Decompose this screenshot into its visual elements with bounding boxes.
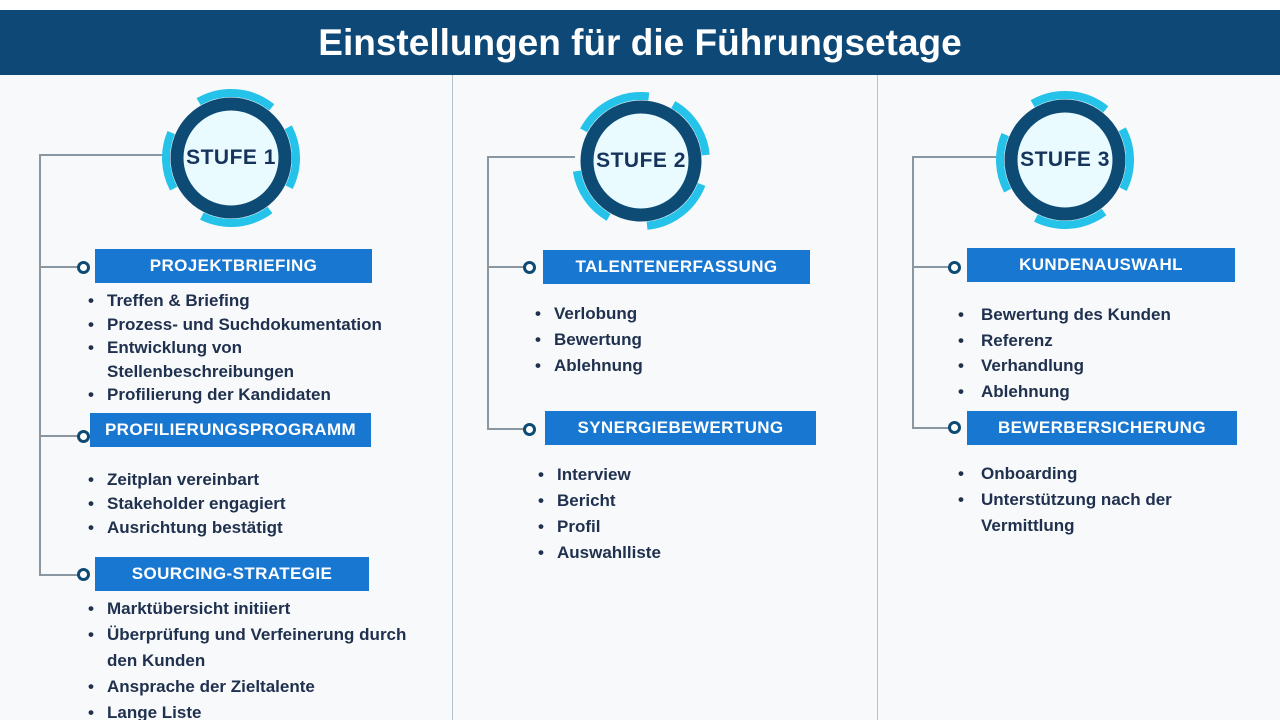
connector-line [912,156,914,429]
connector-node-icon [523,423,536,436]
list-item: Bericht [535,488,835,514]
connector-line [487,266,525,268]
bullet-list: InterviewBerichtProfilAuswahlliste [535,462,835,566]
list-item: Zeitplan vereinbart [85,468,433,492]
column-divider [877,75,878,720]
list-item: Referenz [955,328,1275,354]
section-header-projektbriefing: PROJEKTBRIEFING [95,249,372,283]
list-item: Marktübersicht initiiert [85,596,415,622]
bullet-list: Marktübersicht initiiertÜberprüfung und … [85,596,415,720]
connector-line [487,156,575,158]
list-item: Profil [535,514,835,540]
section-header-sourcing-strategie: SOURCING-STRATEGIE [95,557,369,591]
connector-line [39,154,163,156]
bullet-list: Treffen & BriefingProzess- und Suchdokum… [85,289,433,407]
list-item: Überprüfung und Verfeinerung durch den K… [85,622,415,674]
connector-line [912,427,950,429]
bullet-list: VerlobungBewertungAblehnung [532,301,832,379]
bullet-list: OnboardingUnterstützung nach der Vermitt… [955,461,1223,539]
list-item: Auswahlliste [535,540,835,566]
connector-node-icon [77,261,90,274]
connector-line [39,266,79,268]
page-title: Einstellungen für die Führungsetage [318,21,962,63]
list-item: Verlobung [532,301,832,327]
list-item: Treffen & Briefing [85,289,433,313]
connector-node-icon [948,421,961,434]
list-item: Stakeholder engagiert [85,492,433,516]
section-header-talentenerfassung: TALENTENERFASSUNG [543,250,810,284]
list-item: Interview [535,462,835,488]
connector-line [39,435,79,437]
stage-label: STUFE 1 [186,146,276,169]
connector-node-icon [77,430,90,443]
list-item: Verhandlung [955,353,1275,379]
list-item: Bewertung [532,327,832,353]
list-item: Onboarding [955,461,1223,487]
connector-node-icon [948,261,961,274]
stage-ring-icon [162,88,300,227]
stage-ring-icon [572,92,710,230]
stage-badge-2: STUFE 2 [571,91,711,231]
connector-line [487,156,489,430]
stage-badge-3: STUFE 3 [995,90,1135,230]
connector-line [39,155,41,576]
section-header-kundenauswahl: KUNDENAUSWAHL [967,248,1235,282]
top-margin-strip [0,0,1280,10]
title-bar: Einstellungen für die Führungsetage [0,10,1280,75]
bullet-list: Bewertung des KundenReferenzVerhandlungA… [955,302,1275,404]
connector-line [912,266,950,268]
connector-node-icon [77,568,90,581]
list-item: Prozess- und Suchdokumentation [85,313,433,337]
stage-label: STUFE 2 [596,149,686,172]
list-item: Profilierung der Kandidaten [85,383,433,407]
list-item: Unterstützung nach der Vermittlung [955,487,1223,539]
stage-ring-icon [996,90,1134,229]
list-item: Lange Liste [85,700,415,720]
stage-badge-1: STUFE 1 [161,88,301,228]
connector-node-icon [523,261,536,274]
list-item: Ausrichtung bestätigt [85,516,433,540]
column-divider [452,75,453,720]
list-item: Entwicklung von Stellenbeschreibungen [85,336,433,383]
list-item: Bewertung des Kunden [955,302,1275,328]
connector-line [487,428,525,430]
section-header-synergiebewertung: SYNERGIEBEWERTUNG [545,411,816,445]
section-header-profilierungsprogramm: PROFILIERUNGSPROGRAMM [90,413,371,447]
list-item: Ansprache der Zieltalente [85,674,415,700]
stage-label: STUFE 3 [1020,148,1110,171]
section-header-bewerbersicherung: BEWERBERSICHERUNG [967,411,1237,445]
list-item: Ablehnung [532,353,832,379]
bullet-list: Zeitplan vereinbartStakeholder engagiert… [85,468,433,540]
list-item: Ablehnung [955,379,1275,405]
connector-line [912,156,999,158]
connector-line [39,574,79,576]
